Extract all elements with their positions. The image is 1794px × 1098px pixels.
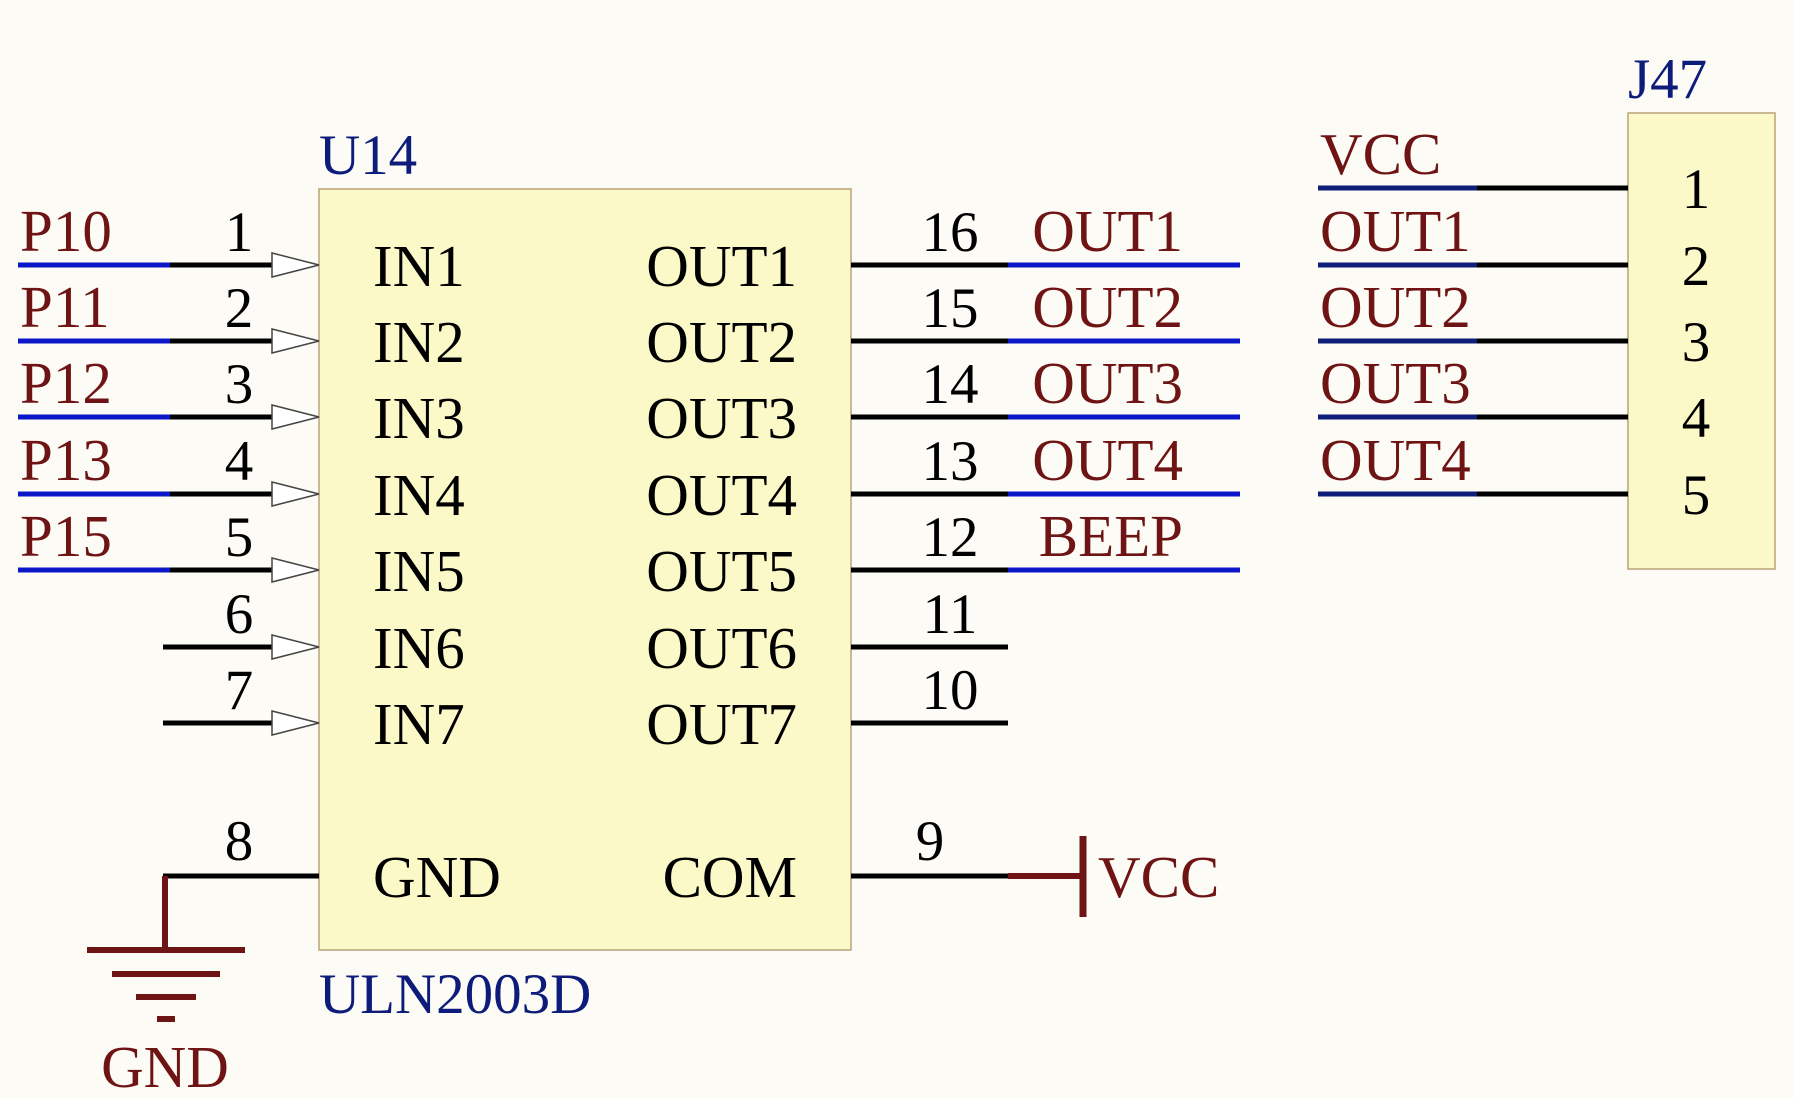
u14-body[interactable] <box>318 188 852 951</box>
input-net-label: P11 <box>20 274 110 340</box>
input-pin-number: 6 <box>225 583 254 646</box>
u14-designator: U14 <box>319 124 417 187</box>
input-arrow-icon <box>271 252 320 278</box>
input-pin-name: IN1 <box>373 233 465 299</box>
input-pin-number: 1 <box>225 201 254 264</box>
output-pin-number: 10 <box>922 659 979 722</box>
input-pin-name: IN2 <box>373 309 465 375</box>
input-net-label: P13 <box>20 427 112 493</box>
input-arrow-icon <box>271 328 320 354</box>
connector-net-label: VCC <box>1320 121 1441 187</box>
input-pin-name: IN4 <box>373 462 465 528</box>
connector-pin-number: 2 <box>1682 235 1711 298</box>
input-arrow-icon <box>271 404 320 430</box>
connector-pin-number: 4 <box>1682 387 1711 450</box>
output-pin-number: 15 <box>922 277 979 340</box>
input-pin-name: IN5 <box>373 538 465 604</box>
gnd-symbol-label: GND <box>101 1034 229 1098</box>
input-net-label: P15 <box>20 503 112 569</box>
u14-output-pins: OUT116OUT1OUT215OUT2OUT314OUT3OUT413OUT4… <box>646 198 1240 757</box>
output-pin-number: 12 <box>922 506 979 569</box>
j47-body[interactable] <box>1627 112 1776 570</box>
output-pin-name: OUT7 <box>646 691 797 757</box>
output-net-label: BEEP <box>1039 503 1183 569</box>
input-pin-number: 7 <box>225 659 254 722</box>
output-net-label: OUT3 <box>1032 350 1183 416</box>
input-pin-number: 4 <box>225 430 254 493</box>
input-pin-number: 2 <box>225 277 254 340</box>
input-arrow-icon <box>271 557 320 583</box>
input-pin-number: 3 <box>225 353 254 416</box>
j47-designator: J47 <box>1628 48 1707 111</box>
output-pin-name: OUT2 <box>646 309 797 375</box>
output-pin-number: 11 <box>923 583 978 646</box>
input-net-label: P10 <box>20 198 112 264</box>
connector-pin-number: 5 <box>1682 464 1711 527</box>
output-pin-number: 14 <box>922 353 979 416</box>
ground-icon: GND <box>87 876 245 1098</box>
u14-symbol: U14 ULN2003D <box>318 124 852 1026</box>
output-pin-name: OUT3 <box>646 385 797 451</box>
output-pin-name: OUT6 <box>646 615 797 681</box>
gnd-pin-name: GND <box>373 844 501 910</box>
com-pin-name: COM <box>663 844 797 910</box>
connector-net-label: OUT1 <box>1320 198 1471 264</box>
gnd-pin-number: 8 <box>225 810 254 873</box>
output-pin-name: OUT5 <box>646 538 797 604</box>
output-pin-number: 13 <box>922 430 979 493</box>
output-net-label: OUT1 <box>1032 198 1183 264</box>
input-arrow-icon <box>271 481 320 507</box>
connector-pin-number: 1 <box>1682 158 1711 221</box>
vcc-symbol-label: VCC <box>1098 844 1219 910</box>
input-pin-name: IN7 <box>373 691 465 757</box>
output-net-label: OUT2 <box>1032 274 1183 340</box>
input-arrow-icon <box>271 710 320 736</box>
com-pin-number: 9 <box>916 810 945 873</box>
connector-pin-number: 3 <box>1682 311 1711 374</box>
connector-net-label: OUT2 <box>1320 274 1471 340</box>
input-pin-name: IN6 <box>373 615 465 681</box>
power-bar-icon: VCC <box>1079 836 1219 917</box>
output-pin-name: OUT1 <box>646 233 797 299</box>
output-net-label: OUT4 <box>1032 427 1183 493</box>
input-net-label: P12 <box>20 350 112 416</box>
output-pin-name: OUT4 <box>646 462 797 528</box>
input-pin-number: 5 <box>225 506 254 569</box>
output-pin-number: 16 <box>922 201 979 264</box>
input-pin-name: IN3 <box>373 385 465 451</box>
connector-net-label: OUT3 <box>1320 350 1471 416</box>
connector-net-label: OUT4 <box>1320 427 1471 493</box>
input-arrow-icon <box>271 634 320 660</box>
u14-part-number: ULN2003D <box>319 963 591 1026</box>
